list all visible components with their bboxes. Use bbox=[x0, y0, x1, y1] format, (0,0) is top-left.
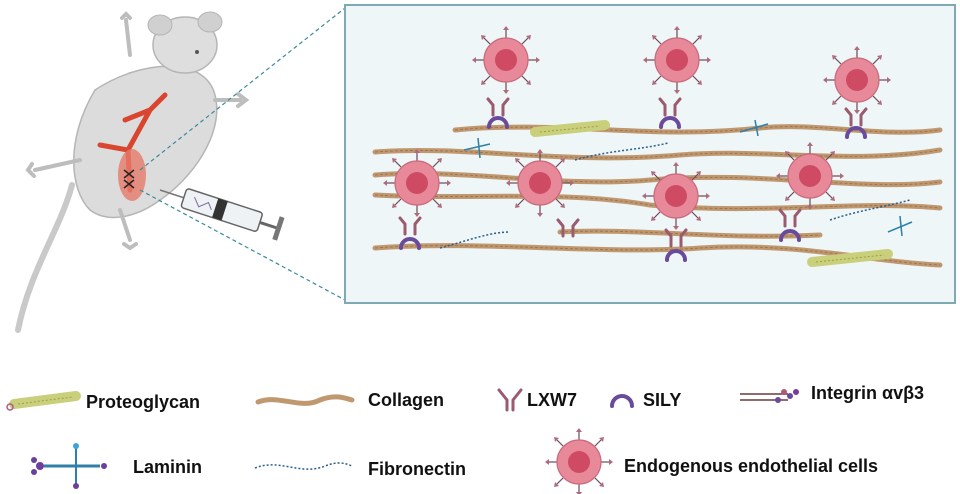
laminin-marker bbox=[739, 119, 769, 137]
collagen-icon bbox=[255, 394, 355, 406]
zoom-line-top bbox=[139, 7, 346, 171]
mouse-paw-right bbox=[213, 92, 250, 108]
legend-label-endothelial: Endogenous endothelial cells bbox=[624, 456, 879, 476]
integrin-icon bbox=[740, 389, 799, 403]
fibronectin-icon bbox=[254, 462, 353, 470]
fibronectin-strand bbox=[574, 142, 669, 161]
legend-label-lxw7: LXW7 bbox=[527, 390, 578, 410]
mouse-tail bbox=[15, 182, 75, 333]
endothelial-cell bbox=[775, 141, 845, 211]
syringe-icon bbox=[159, 188, 285, 241]
fibronectin-strands bbox=[439, 142, 911, 249]
mouse-paw-left bbox=[25, 158, 82, 178]
mouse-paw-top bbox=[120, 11, 132, 57]
mouse-paw-bottom bbox=[118, 208, 138, 251]
legend-label-proteoglycan: Proteoglycan bbox=[86, 392, 201, 412]
injection-site bbox=[118, 149, 146, 201]
laminin-marker bbox=[463, 137, 491, 159]
endothelial-cell bbox=[641, 161, 711, 231]
zoom-line-bottom bbox=[139, 189, 346, 301]
endothelial-cell-icon bbox=[544, 427, 614, 494]
endothelial-cell bbox=[505, 148, 575, 218]
legend-label-sily: SILY bbox=[643, 390, 682, 410]
proteoglycan-icon bbox=[6, 391, 81, 411]
legend-label-laminin: Laminin bbox=[133, 457, 203, 477]
endothelial-cell bbox=[642, 25, 712, 95]
proteoglycan-marker bbox=[530, 120, 610, 137]
fibronectin-strand bbox=[439, 231, 511, 249]
endothelial-cell bbox=[471, 25, 541, 95]
legend-label-integrin: Integrin αvβ3 bbox=[811, 383, 925, 403]
mouse-illustration bbox=[15, 11, 285, 333]
laminin-icon bbox=[31, 443, 107, 489]
proteoglycan-marker bbox=[807, 249, 893, 267]
endothelial-cell bbox=[382, 148, 452, 218]
endothelial-cell bbox=[822, 45, 892, 115]
sily-icon bbox=[610, 394, 634, 408]
laminin-marker bbox=[887, 215, 913, 237]
legend-label-fibronectin: Fibronectin bbox=[368, 459, 466, 479]
legend bbox=[6, 388, 799, 494]
lxw7-icon bbox=[497, 388, 523, 412]
legend-label-collagen: Collagen bbox=[368, 390, 445, 410]
fibronectin-strand bbox=[829, 199, 911, 221]
